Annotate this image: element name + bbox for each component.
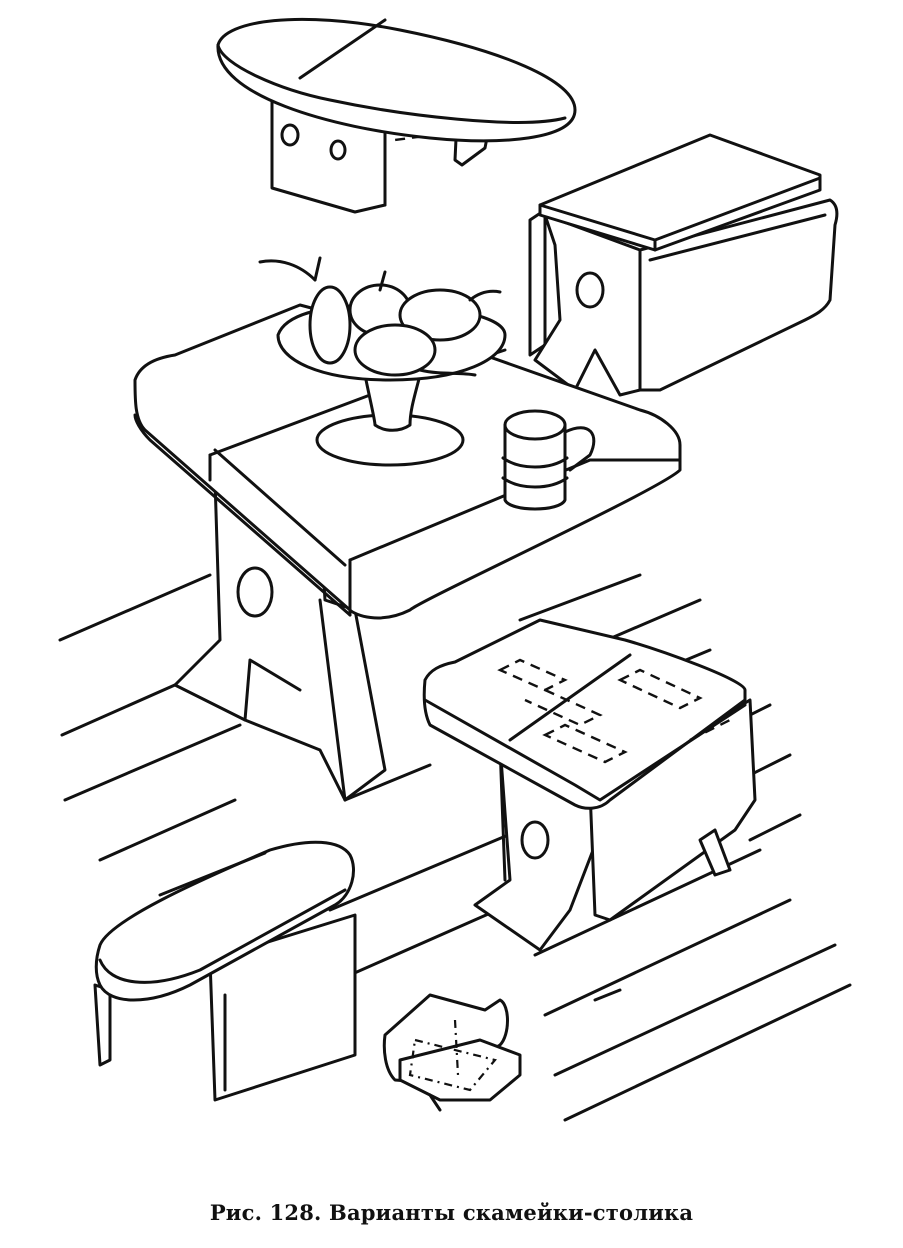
oval-bench-table-top <box>216 17 577 214</box>
oval-bench-bottom <box>93 840 357 1102</box>
drop-leaf-bench <box>528 133 839 397</box>
figure-caption: Рис. 128. Варианты скамейки-столика <box>209 1200 694 1225</box>
cup-holder <box>501 409 596 511</box>
folded-bench-model <box>382 993 522 1112</box>
small-drop-leaf-table <box>422 618 757 952</box>
illustration <box>58 17 852 1122</box>
fruit-bowl <box>258 256 507 467</box>
bench-table-drawing <box>58 17 852 1122</box>
